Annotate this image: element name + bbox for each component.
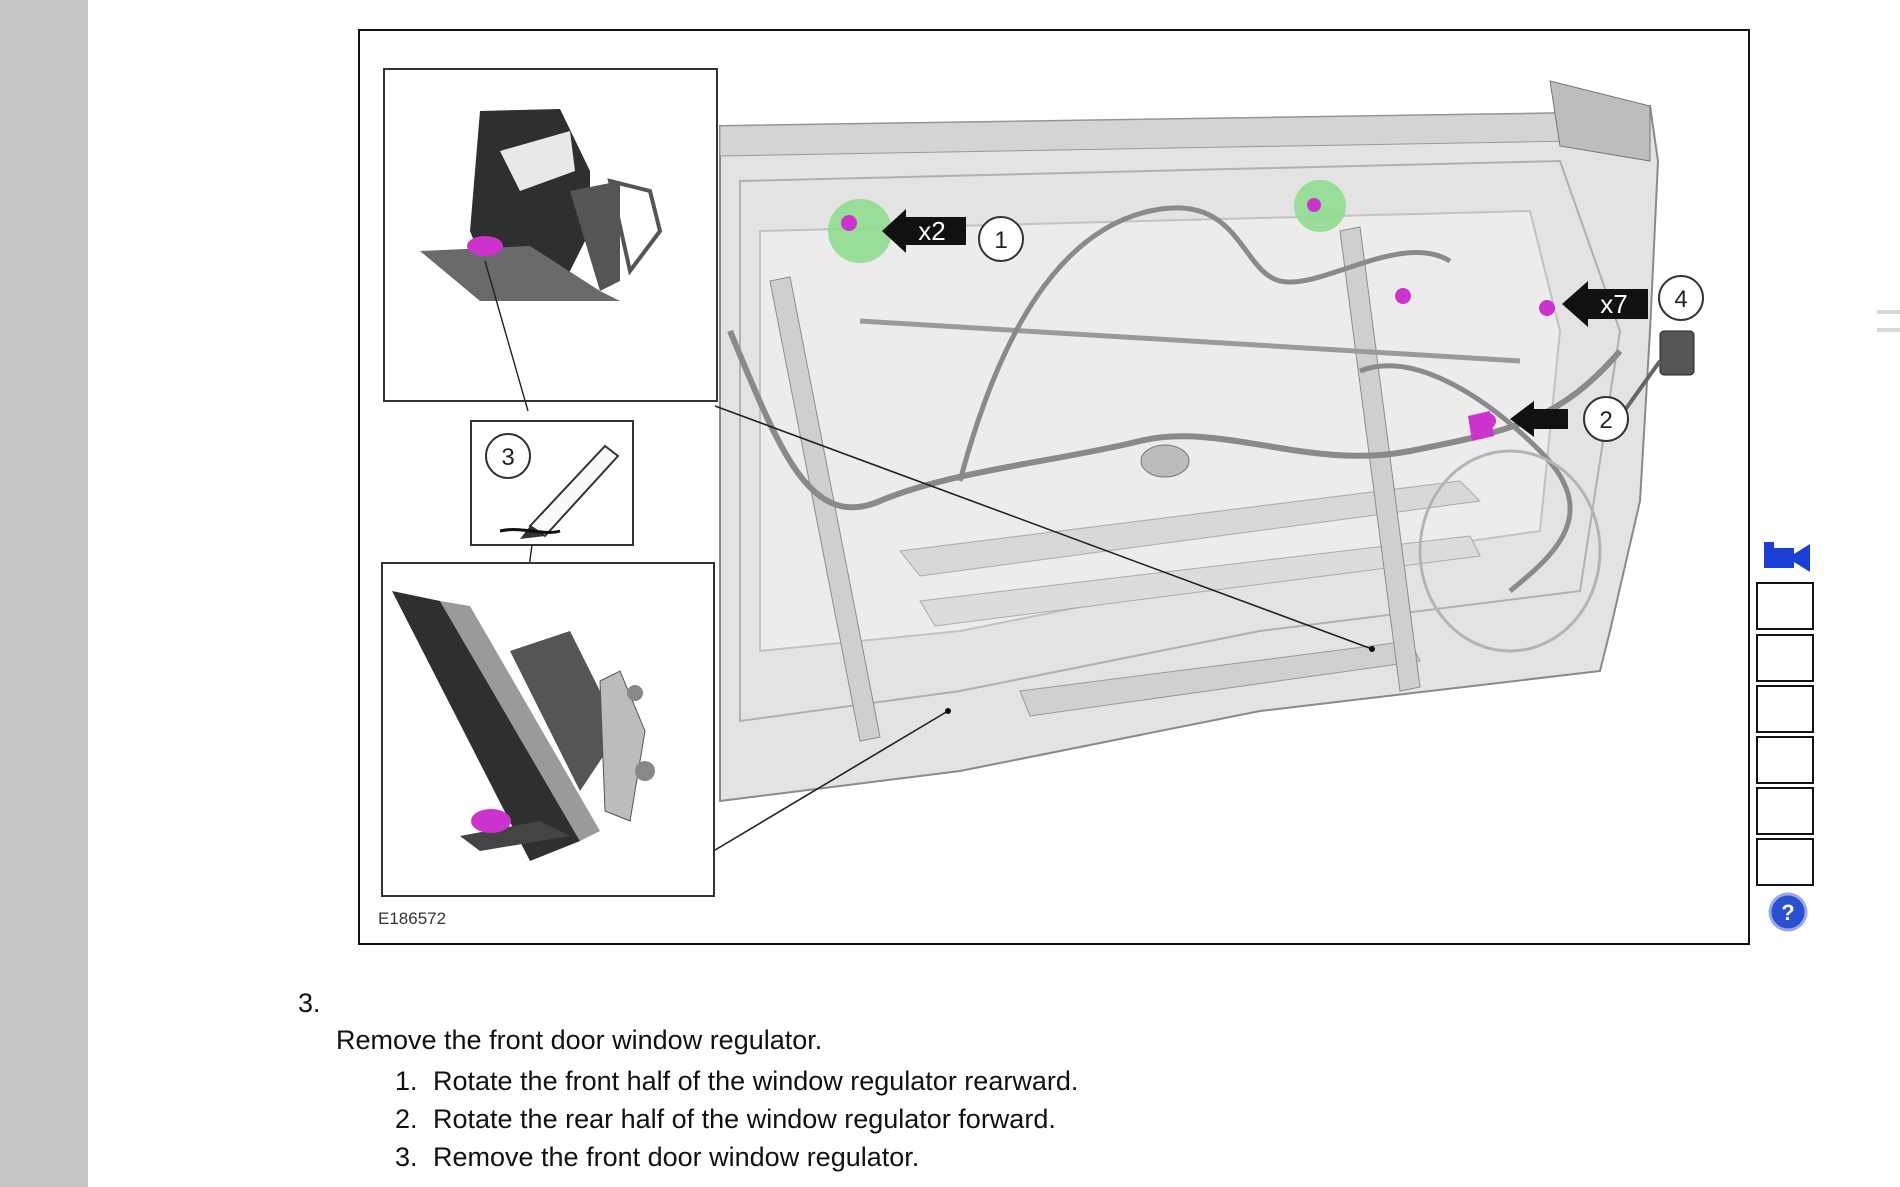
svg-text:x7: x7 [1600, 289, 1627, 319]
fastener-bolt [1395, 288, 1411, 304]
toolbar-button[interactable] [1756, 685, 1814, 733]
fastener-clip [1468, 411, 1494, 441]
inset-callout-3: 3 [470, 420, 634, 546]
multiplier-arrow-x2: x2 [882, 209, 966, 253]
toolbar-button[interactable] [1756, 787, 1814, 835]
fastener-bolt [1539, 300, 1555, 316]
regulator-rail-rear [1339, 226, 1421, 692]
grommet [1140, 444, 1190, 478]
fastener-bolt [841, 215, 857, 231]
callout-2: 2 [1583, 396, 1629, 442]
door-frame-edge [1549, 80, 1651, 162]
highlight-marker [828, 199, 892, 263]
svg-text:?: ? [1781, 900, 1794, 925]
speaker-opening [1418, 449, 1602, 653]
inset-bottom-detail [381, 544, 715, 897]
page-edge-mark [1877, 310, 1900, 332]
inset-top-detail [383, 68, 718, 412]
callout-1: 1 [978, 216, 1024, 262]
step-number: 3. [298, 988, 321, 1018]
substep-item: 1.Rotate the front half of the window re… [395, 1066, 1079, 1096]
multiplier-arrow-x7: x7 [1562, 281, 1648, 327]
door-diagram-figure: x2 x7 1 2 4 [358, 29, 1750, 945]
svg-text:3: 3 [501, 444, 514, 471]
left-gutter [0, 0, 88, 1187]
connector [1659, 330, 1695, 376]
svg-text:2: 2 [1599, 407, 1612, 434]
toolbar-button[interactable] [1756, 582, 1814, 630]
substep-list: 1.Rotate the front half of the window re… [395, 1062, 1078, 1176]
arrow-callout-2 [1510, 401, 1568, 437]
video-camera-icon[interactable] [1762, 538, 1814, 574]
door-illustration: x2 x7 1 2 4 [381, 68, 1704, 897]
svg-text:x2: x2 [918, 216, 945, 246]
help-icon[interactable]: ? [1768, 892, 1808, 932]
lower-channel [899, 480, 1482, 577]
inset-fastener [467, 236, 503, 256]
substep-item: 3.Remove the front door window regulator… [395, 1142, 920, 1172]
substep-item: 2.Rotate the rear half of the window reg… [395, 1104, 1056, 1134]
regulator-rail-front [769, 276, 881, 742]
figure-id-label: E186572 [378, 909, 447, 928]
step-title: Remove the front door window regulator. [336, 1025, 823, 1055]
inset-fastener [471, 809, 511, 833]
callout-4: 4 [1658, 275, 1704, 321]
toolbar-button[interactable] [1756, 736, 1814, 784]
fastener-bolt [1307, 198, 1321, 212]
svg-text:4: 4 [1674, 286, 1687, 313]
toolbar-button[interactable] [1756, 634, 1814, 682]
toolbar-button[interactable] [1756, 838, 1814, 886]
svg-text:1: 1 [994, 227, 1007, 254]
